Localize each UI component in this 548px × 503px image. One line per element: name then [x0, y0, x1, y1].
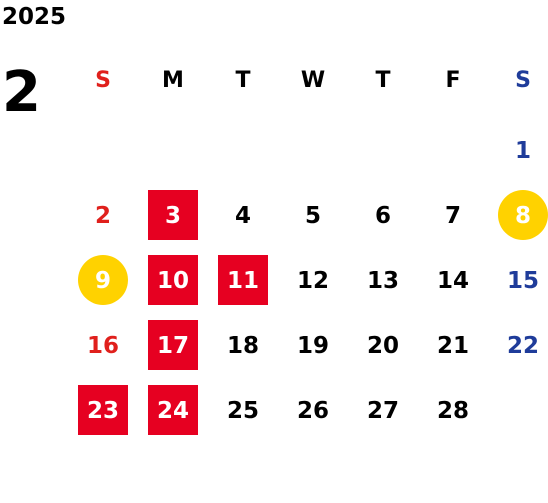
day-number: 17 [156, 332, 189, 359]
day-cell[interactable]: 2 [68, 183, 138, 248]
day-cell[interactable]: 4 [208, 183, 278, 248]
day-cell[interactable]: 25 [208, 378, 278, 443]
day-number: 9 [94, 267, 111, 294]
day-number: 16 [86, 332, 119, 359]
day-number: 24 [156, 397, 189, 424]
day-cell[interactable]: 5 [278, 183, 348, 248]
red-square-highlight [148, 385, 198, 435]
month-number: 2 [2, 60, 41, 125]
red-square-highlight [78, 385, 128, 435]
day-number: 2 [94, 202, 111, 229]
day-cell[interactable]: 16 [68, 313, 138, 378]
day-number: 19 [296, 332, 329, 359]
day-number: 18 [226, 332, 259, 359]
weekday-wednesday: W [300, 68, 326, 93]
day-cell[interactable]: 23 [68, 378, 138, 443]
year-label: 2025 [2, 4, 67, 30]
day-cell[interactable]: 9 [68, 248, 138, 313]
day-cell[interactable]: 24 [138, 378, 208, 443]
weekday-saturday: S [515, 68, 531, 93]
day-cell[interactable]: 6 [348, 183, 418, 248]
day-cell[interactable]: 20 [348, 313, 418, 378]
day-number: 1 [514, 137, 531, 164]
empty-day-cell [278, 118, 348, 183]
day-number: 20 [366, 332, 399, 359]
yellow-circle-highlight [498, 190, 548, 240]
day-cell[interactable]: 10 [138, 248, 208, 313]
day-cell[interactable]: 13 [348, 248, 418, 313]
day-cell[interactable]: 18 [208, 313, 278, 378]
day-cell[interactable]: 8 [488, 183, 548, 248]
day-cell[interactable]: 3 [138, 183, 208, 248]
empty-day-cell [68, 118, 138, 183]
day-number: 6 [374, 202, 391, 229]
yellow-circle-highlight [78, 255, 128, 305]
day-number: 13 [366, 267, 399, 294]
day-cell[interactable]: 15 [488, 248, 548, 313]
red-square-highlight [218, 255, 268, 305]
weekday-monday: M [162, 68, 184, 93]
weekday-sunday: S [95, 68, 111, 93]
weekday-friday: F [445, 68, 461, 93]
empty-day-cell [418, 118, 488, 183]
weekday-thursday: T [375, 68, 391, 93]
day-number: 25 [226, 397, 259, 424]
day-cell[interactable]: 22 [488, 313, 548, 378]
empty-day-cell [138, 118, 208, 183]
day-number: 7 [444, 202, 461, 229]
day-cell[interactable]: 19 [278, 313, 348, 378]
day-number: 15 [506, 267, 539, 294]
day-cell[interactable]: 26 [278, 378, 348, 443]
day-cell[interactable]: 7 [418, 183, 488, 248]
day-number: 12 [296, 267, 329, 294]
day-number: 21 [436, 332, 469, 359]
day-cell[interactable]: 17 [138, 313, 208, 378]
day-cell[interactable]: 14 [418, 248, 488, 313]
day-number: 22 [506, 332, 539, 359]
day-number: 10 [156, 267, 189, 294]
day-number: 14 [436, 267, 469, 294]
day-cell[interactable]: 28 [418, 378, 488, 443]
day-number: 26 [296, 397, 329, 424]
day-number: 23 [86, 397, 119, 424]
day-cell[interactable]: 11 [208, 248, 278, 313]
empty-day-cell [488, 378, 548, 443]
day-number: 27 [366, 397, 399, 424]
day-number: 28 [436, 397, 469, 424]
empty-day-cell [348, 118, 418, 183]
day-number: 4 [234, 202, 251, 229]
day-cell[interactable]: 27 [348, 378, 418, 443]
empty-day-cell [208, 118, 278, 183]
day-cell[interactable]: 1 [488, 118, 548, 183]
day-number: 3 [164, 202, 181, 229]
red-square-highlight [148, 320, 198, 370]
day-cell[interactable]: 12 [278, 248, 348, 313]
day-cell[interactable]: 21 [418, 313, 488, 378]
day-number: 11 [226, 267, 259, 294]
weekday-tuesday: T [235, 68, 251, 93]
day-number: 5 [304, 202, 321, 229]
day-number: 8 [514, 202, 531, 229]
red-square-highlight [148, 190, 198, 240]
red-square-highlight [148, 255, 198, 305]
